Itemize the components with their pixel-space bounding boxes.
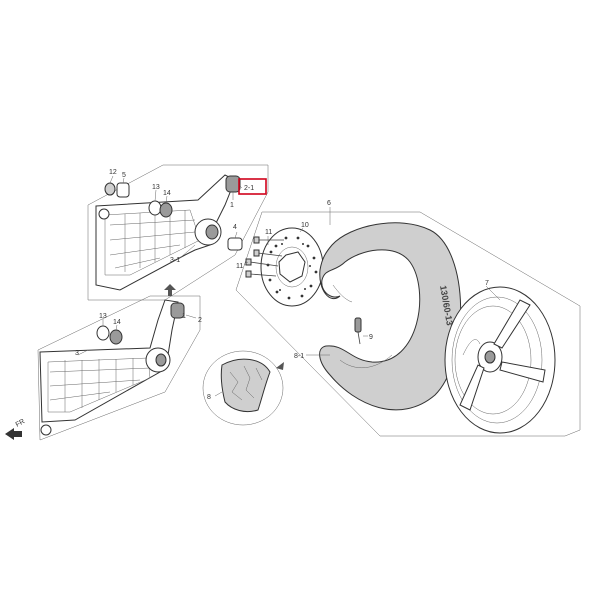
- upper-swing-arm: [95, 174, 236, 291]
- down-arrow-icon: [164, 284, 176, 296]
- label-5: 5: [122, 172, 126, 179]
- part-14-bearing-lower: [109, 329, 123, 345]
- label-11-left: 11: [236, 263, 243, 270]
- label-3-1: 3-1: [170, 257, 180, 264]
- label-7: 7: [485, 280, 489, 287]
- label-2-1: 2-1: [244, 185, 254, 192]
- label-6: 6: [327, 200, 331, 207]
- label-9: 9: [369, 334, 373, 341]
- lower-swing-arm: [39, 299, 179, 436]
- lower-group-frame: [37, 295, 201, 441]
- label-3: 3: [75, 350, 79, 357]
- upper-arm-ribs: [109, 210, 196, 272]
- part-1-bushing: [225, 175, 241, 193]
- wheel-rim: [444, 286, 556, 434]
- label-10: 10: [301, 222, 309, 229]
- wheel-group-frame: [235, 211, 581, 437]
- part-13-seal: [148, 200, 162, 216]
- part-13-seal-lower: [96, 325, 110, 341]
- part-1-bushing-lower: [170, 302, 185, 319]
- label-13-upper: 13: [152, 184, 160, 191]
- part-5-collar: [116, 182, 130, 198]
- label-14-lower: 14: [113, 319, 121, 326]
- part-14-bearing: [159, 202, 173, 218]
- disc-bolts: [245, 236, 284, 278]
- label-1-lower: 1: [182, 313, 186, 320]
- front-direction-arrow-icon: [5, 428, 22, 440]
- valve: [354, 317, 362, 345]
- highlight-box-2-1: [238, 178, 267, 195]
- part-12-nut: [104, 182, 116, 196]
- tire: 130/60-13: [319, 222, 462, 411]
- upper-group-frame: [87, 164, 269, 301]
- brake-disc: [260, 227, 324, 307]
- tube-inset: [202, 350, 284, 426]
- label-8-1: 8-1: [294, 353, 304, 360]
- lower-arm-ribs: [49, 358, 151, 412]
- label-2: 2: [198, 317, 202, 324]
- label-11-top: 11: [265, 229, 272, 236]
- label-13-lower: 13: [99, 313, 107, 320]
- label-4: 4: [233, 224, 237, 231]
- label-8: 8: [207, 394, 211, 401]
- leader-lines: [77, 175, 501, 397]
- lower-small-parts: [96, 302, 185, 345]
- front-label: FR: [15, 418, 27, 429]
- label-14-upper: 14: [163, 190, 171, 197]
- part-4-collar: [227, 237, 243, 251]
- label-12: 12: [109, 169, 117, 176]
- label-1-upper: 1: [230, 202, 234, 209]
